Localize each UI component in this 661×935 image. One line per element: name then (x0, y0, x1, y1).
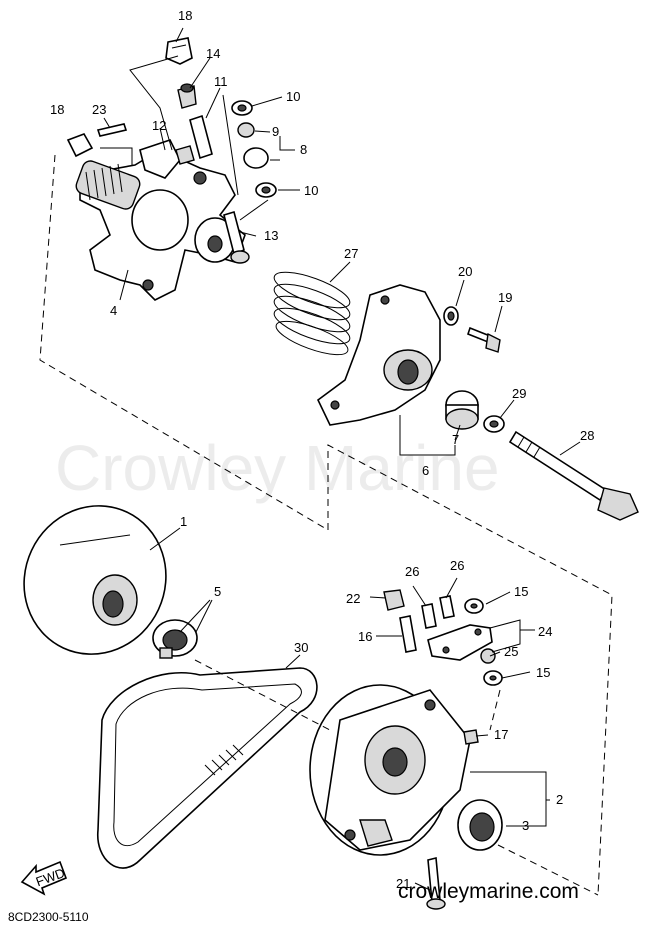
part-7-bushing (445, 390, 479, 430)
fwd-label: FWD (34, 865, 67, 889)
callout-29: 29 (512, 386, 526, 401)
part-18-upper-block (165, 37, 193, 65)
part-30-belt (97, 667, 318, 869)
callout-14: 14 (206, 46, 220, 61)
part-4-spider-arm (75, 139, 246, 301)
part-17-screw (463, 729, 479, 745)
diagram-part-number: 8CD2300-5110 (8, 910, 89, 924)
callout-22: 22 (346, 591, 360, 606)
part-9-bushing (237, 122, 255, 138)
callout-21: 21 (396, 876, 410, 891)
callout-10-bottom: 10 (304, 183, 318, 198)
part-8-roller (243, 147, 269, 169)
callout-1: 1 (180, 514, 187, 529)
callout-24: 24 (538, 624, 552, 639)
part-18-left-block (66, 133, 94, 158)
part-25-roller (480, 648, 496, 664)
part-10-washer-top (231, 100, 253, 116)
part-2-movable-sheave (309, 684, 471, 856)
part-16-pin (399, 615, 417, 653)
part-13-bolt (223, 210, 250, 264)
part-6-cam-cover (316, 284, 441, 426)
callout-2: 2 (556, 792, 563, 807)
callout-26-left: 26 (405, 564, 419, 579)
callout-8: 8 (300, 142, 307, 157)
part-5-bushing (152, 619, 198, 659)
callout-18-left: 18 (50, 102, 64, 117)
callout-10-top: 10 (286, 89, 300, 104)
part-22-nut (383, 589, 405, 611)
callout-27: 27 (344, 246, 358, 261)
part-29-clip (483, 415, 505, 433)
part-27-spring (273, 271, 351, 356)
callout-4: 4 (110, 303, 117, 318)
callout-16: 16 (358, 629, 372, 644)
part-11-pin (189, 114, 213, 160)
watermark-text: Crowley Marine (55, 432, 500, 504)
callout-26-right: 26 (450, 558, 464, 573)
part-26-pin-a (421, 603, 437, 629)
callout-6: 6 (422, 463, 429, 478)
callout-15-top: 15 (514, 584, 528, 599)
part-3-bushing (457, 799, 503, 851)
part-26-pin-b (439, 595, 455, 619)
part-23-pin (96, 123, 128, 137)
callout-28: 28 (580, 428, 594, 443)
assembly-boundary (39, 154, 613, 896)
callout-23: 23 (92, 102, 106, 117)
part-14-nut (177, 83, 197, 109)
part-10-washer-bottom (255, 182, 277, 198)
leader-lines (100, 27, 599, 896)
callout-3: 3 (522, 818, 529, 833)
part-19-bolt (467, 326, 501, 353)
callout-25: 25 (504, 644, 518, 659)
part-24-weight-arm (427, 624, 493, 661)
callout-13: 13 (264, 228, 278, 243)
callout-9: 9 (272, 124, 279, 139)
part-28-long-bolt (508, 430, 639, 521)
part-1-sheave (23, 505, 167, 655)
callout-labels: 18 14 11 10 9 8 10 18 23 12 13 4 27 20 1… (50, 8, 594, 891)
callout-19: 19 (498, 290, 512, 305)
callout-17: 17 (494, 727, 508, 742)
part-15-washer-top (464, 598, 484, 614)
callout-20: 20 (458, 264, 472, 279)
callout-15-bottom: 15 (536, 665, 550, 680)
callout-18-top: 18 (178, 8, 192, 23)
callout-7: 7 (452, 432, 459, 447)
part-15-washer-bottom (483, 670, 503, 686)
part-21-bolt (426, 856, 446, 910)
part-20-washer (443, 306, 459, 326)
part-12-bolt (175, 145, 195, 165)
callout-12: 12 (152, 118, 166, 133)
callout-11: 11 (214, 74, 228, 89)
fwd-arrow-icon: FWD (20, 860, 68, 896)
callout-5: 5 (214, 584, 221, 599)
website-label: crowleymarine.com (398, 880, 579, 903)
callout-30: 30 (294, 640, 308, 655)
